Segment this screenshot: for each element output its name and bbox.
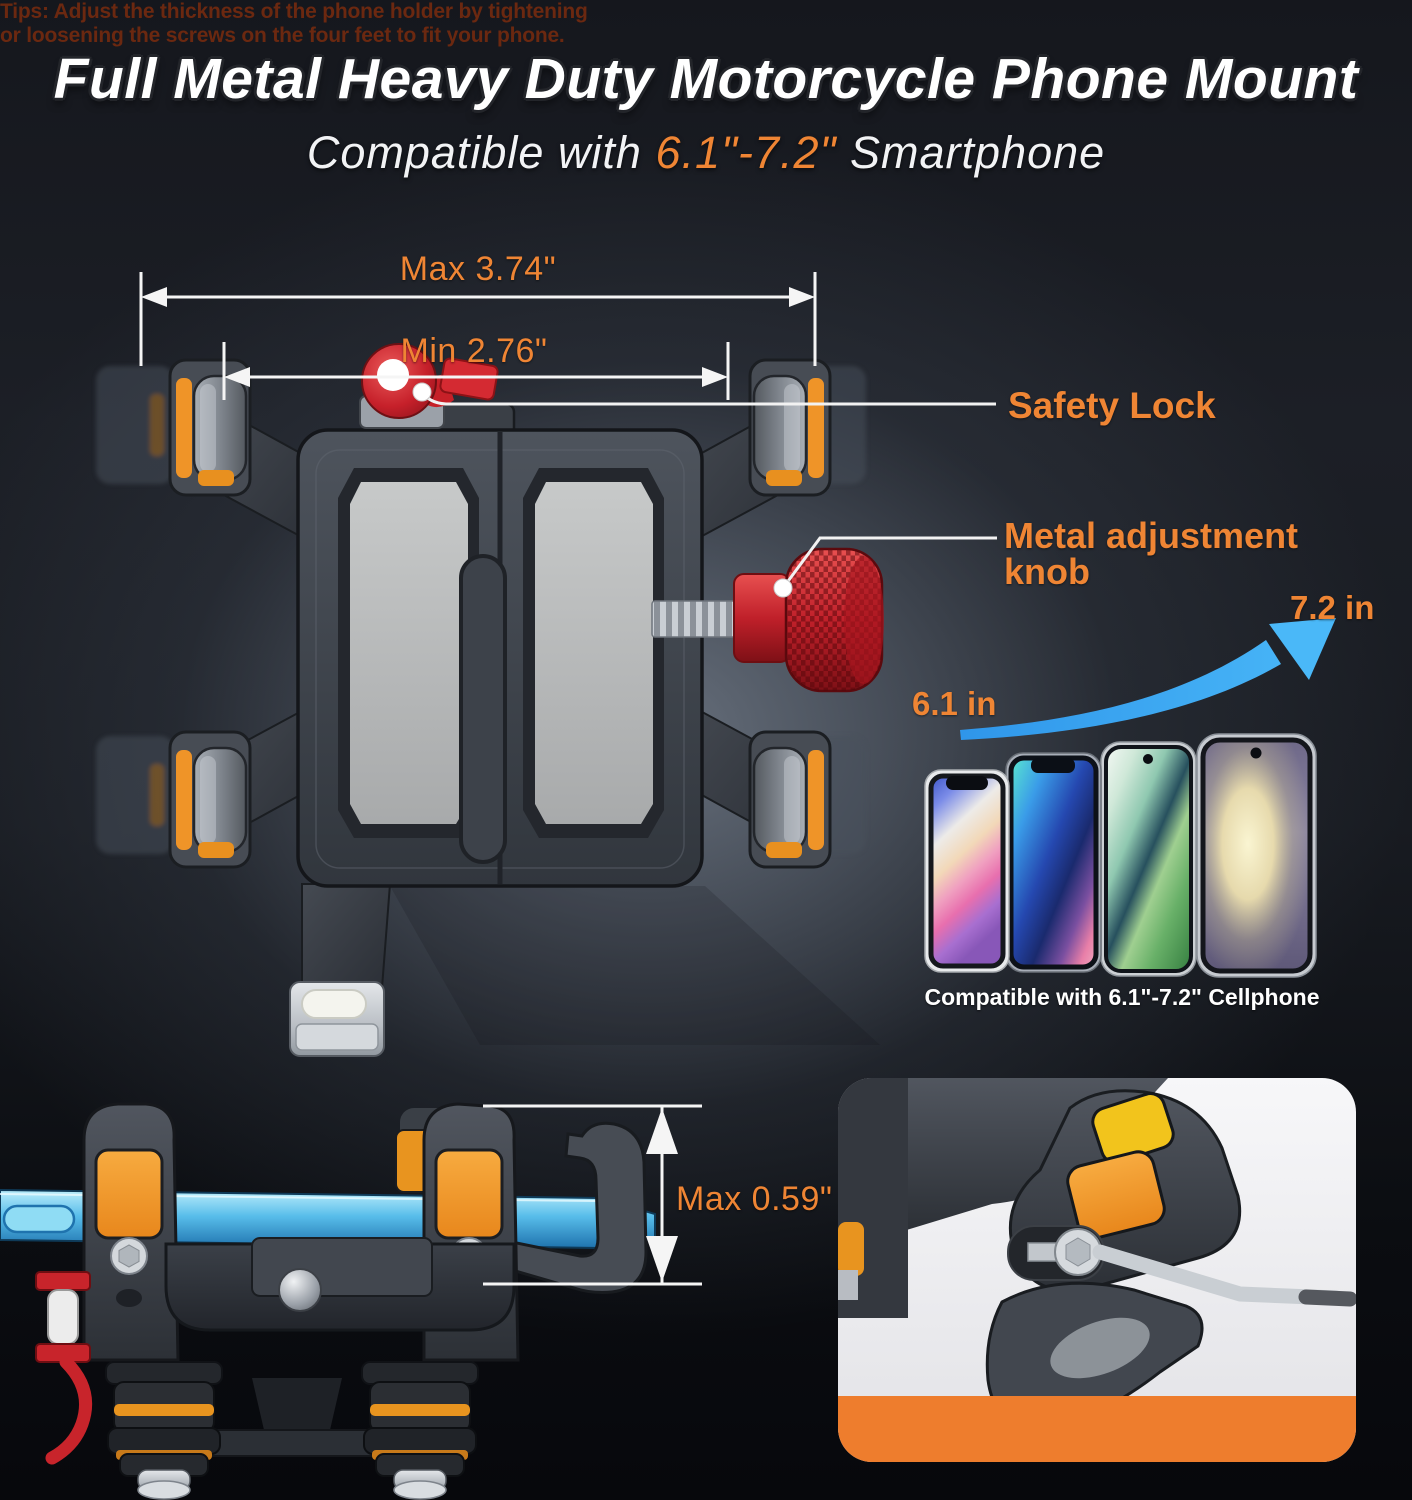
callout-lines xyxy=(412,382,997,598)
center-pill xyxy=(459,554,507,864)
size-range-arrow xyxy=(960,618,1336,740)
red-lever xyxy=(35,1271,93,1465)
max-screen-size-label: 7.2 in xyxy=(1290,589,1375,626)
phone-mockup-3 xyxy=(1100,741,1197,977)
dimension-annotations-top xyxy=(139,272,817,400)
pivot-ball xyxy=(278,1268,322,1312)
adjustment-knob-label-line1: Metal adjustment xyxy=(1004,515,1299,556)
phone-button xyxy=(2,1204,76,1234)
tips-line-2: or loosening the screws on the four feet… xyxy=(0,24,565,47)
phone-mockup-1 xyxy=(924,769,1010,973)
subtitle-size-highlight: 6.1"-7.2" xyxy=(655,127,837,178)
left-clamp-arm xyxy=(82,1102,180,1362)
subtitle-suffix: Smartphone xyxy=(836,127,1106,178)
tips-line-1: Tips: Adjust the thickness of the phone … xyxy=(0,0,588,23)
hanging-arm xyxy=(301,883,392,989)
safety-lock-part xyxy=(359,343,499,429)
phone-mockups xyxy=(924,733,1317,978)
top-view-mount xyxy=(96,343,884,1057)
tips-text: Tips: Adjust the thickness of the phone … xyxy=(0,0,588,48)
side-view-mount xyxy=(0,1102,702,1500)
safety-lock-callout-line xyxy=(419,389,996,406)
dimension-max-width-label: Max 3.74" xyxy=(399,250,557,288)
min-screen-size-label: 6.1 in xyxy=(912,685,997,722)
orange-pad-closeup xyxy=(1066,1150,1166,1240)
page-subtitle: Compatible with 6.1"-7.2" Smartphone xyxy=(307,127,1105,179)
notch xyxy=(1031,758,1075,773)
notch xyxy=(946,776,988,790)
body-shadow xyxy=(390,886,880,1045)
dimension-annotations-side xyxy=(483,1104,702,1286)
punch-hole-camera xyxy=(1250,747,1262,759)
center-post xyxy=(252,1378,342,1430)
foot-pad xyxy=(1050,1317,1150,1379)
adjustment-knob-part xyxy=(651,547,884,693)
subtitle-prefix: Compatible with xyxy=(306,127,656,178)
safety-lock-label: Safety Lock xyxy=(1008,385,1216,426)
knob-callout-line xyxy=(781,536,997,589)
adjustment-knob-label-line2: knob xyxy=(1004,551,1090,592)
grip-pad-left xyxy=(350,482,468,824)
grip-pad-right xyxy=(535,482,653,824)
detail-panel xyxy=(838,1078,1356,1462)
dimension-min-width-label: Min 2.76" xyxy=(400,332,548,370)
page-title: Full Metal Heavy Duty Motorcycle Phone M… xyxy=(53,47,1359,111)
compatibility-caption: Compatible with 6.1"-7.2" Cellphone xyxy=(924,984,1320,1010)
dimension-max-thickness-label: Max 0.59" xyxy=(676,1180,833,1218)
punch-hole-camera xyxy=(1143,754,1153,764)
tips-banner xyxy=(838,1396,1356,1462)
phone-mockup-4 xyxy=(1196,733,1317,978)
hook-arm xyxy=(496,1121,648,1294)
arrowhead xyxy=(1269,618,1336,680)
phone-mockup-2 xyxy=(1005,752,1102,973)
